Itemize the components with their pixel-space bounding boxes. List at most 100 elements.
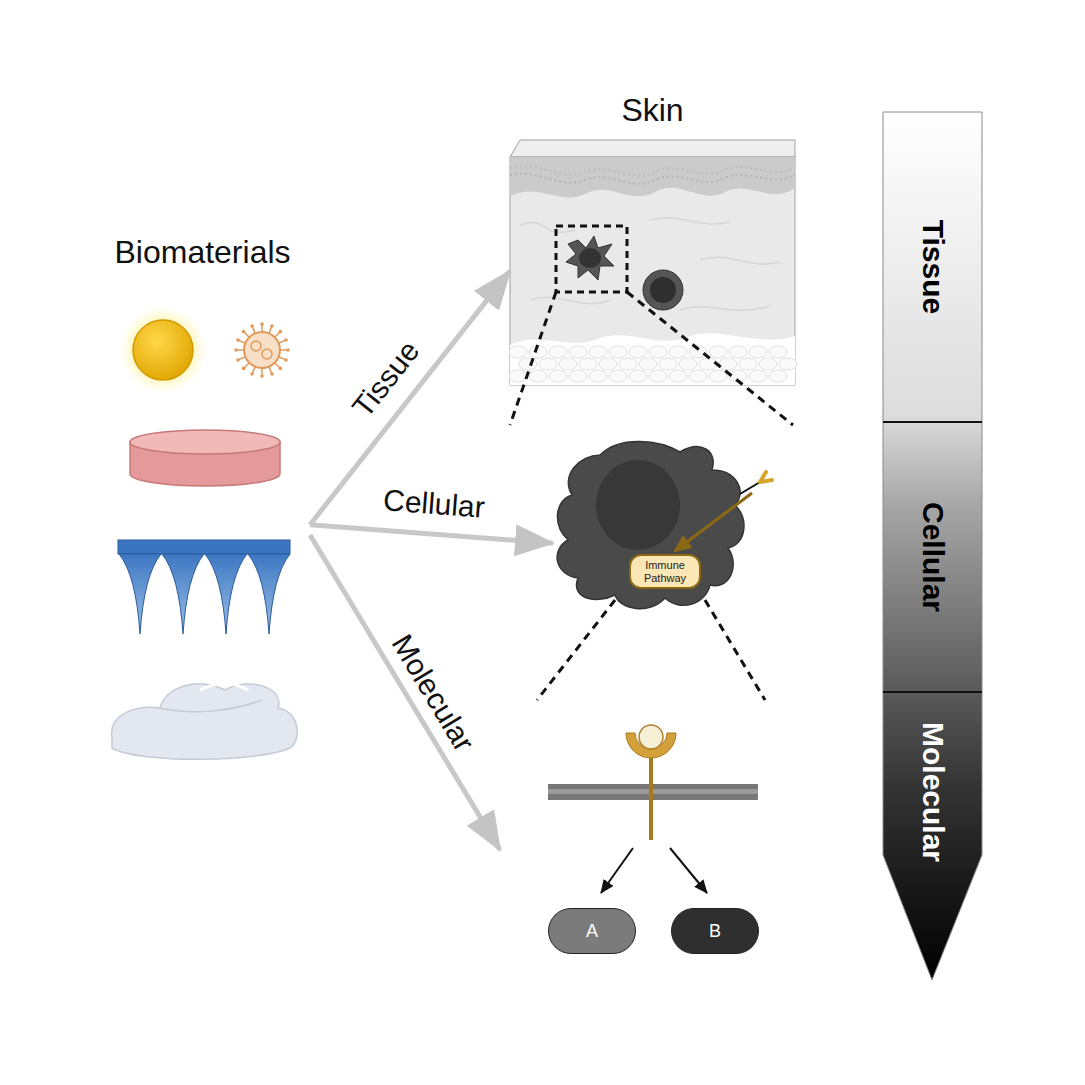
receptor-stalk (740, 482, 760, 494)
vesicle-icon (242, 367, 246, 371)
skin-illustration (639, 358, 657, 370)
vesicle-icon (234, 322, 290, 378)
skin-illustration (510, 333, 795, 385)
cream-icon (112, 684, 298, 759)
vesicle-icon (250, 324, 254, 328)
skin-illustration (569, 370, 587, 382)
zoom-leader (510, 292, 793, 700)
skin-illustration (566, 236, 614, 280)
vesicle-icon (252, 367, 255, 373)
skin-illustration (679, 358, 697, 370)
skin-illustration (599, 358, 617, 370)
vesicle-icon (279, 340, 285, 343)
vesicle-icon (280, 349, 287, 351)
skin-illustration (749, 346, 767, 358)
arrow-label: Molecular (387, 630, 480, 757)
skin-illustration (749, 370, 767, 382)
nanoparticle-icon (133, 320, 193, 380)
vesicle-icon (252, 327, 255, 333)
membrane-receptor (639, 725, 663, 749)
skin-illustration (519, 358, 537, 370)
skin-illustration (769, 370, 787, 382)
zoom-leader (627, 292, 793, 425)
skin-illustration (609, 370, 627, 382)
vesicle-icon (275, 332, 280, 337)
skin-illustration (649, 346, 667, 358)
microneedle-icon (119, 554, 161, 634)
arrow-label: Cellular (382, 485, 486, 523)
skin-illustration (729, 346, 747, 358)
skin-illustration (629, 346, 647, 358)
vesicle-icon (279, 367, 283, 371)
skin-illustration (699, 358, 717, 370)
skin-illustration (709, 346, 727, 358)
skin-illustration (689, 370, 707, 382)
vesicle-icon (270, 372, 274, 376)
skin-illustration (759, 358, 777, 370)
vesicle-icon (242, 330, 246, 334)
skin-illustration (643, 270, 683, 310)
immune-cell: Immune Pathway (553, 440, 748, 612)
skin-illustration (650, 277, 676, 303)
vesicle-icon (269, 327, 272, 333)
skin-illustration (589, 370, 607, 382)
skin-illustration (719, 358, 737, 370)
vesicle-icon (260, 322, 264, 326)
skin-illustration (739, 358, 757, 370)
vesicle-icon (286, 348, 290, 352)
skin-illustration (569, 346, 587, 358)
vesicle-icon (284, 338, 288, 342)
skin-illustration (529, 370, 547, 382)
pathway-label: Immune Pathway (629, 554, 701, 589)
hydrogel-disk-icon (130, 430, 280, 454)
vesicle-icon (237, 349, 244, 351)
skin-illustration (510, 166, 795, 175)
skin-illustration (659, 358, 677, 370)
membrane-receptor (649, 752, 653, 840)
microneedle-icon (205, 554, 247, 634)
cream-icon (160, 700, 262, 712)
skin-illustration (509, 346, 797, 382)
nanoparticle-icon (119, 306, 207, 394)
skin-illustration (539, 358, 557, 370)
scale-band: Cellular (883, 422, 982, 692)
skin-illustration (669, 370, 687, 382)
skin-illustration (510, 157, 795, 385)
skin-illustration (709, 370, 727, 382)
heading: Biomaterials (95, 225, 310, 271)
vesicle-icon (261, 325, 263, 332)
signal-pill: A (548, 908, 636, 954)
zoom-leader (705, 600, 765, 700)
vesicle-icon (279, 357, 285, 360)
vesicle-icon (275, 363, 280, 368)
scale-arrow (310, 525, 553, 543)
vesicle-icon (244, 363, 249, 368)
scale-label: Tissue (918, 220, 948, 315)
zoom-leader (510, 292, 556, 425)
cell-nucleus (596, 460, 680, 550)
membrane-receptor (601, 848, 633, 893)
hydrogel-disk-icon (130, 430, 280, 486)
microneedle-icon (118, 540, 290, 634)
scale-bar (883, 691, 982, 693)
zoom-leader (537, 600, 615, 700)
vesicle-icon (269, 367, 272, 373)
cell-body (557, 441, 744, 608)
skin-illustration (649, 370, 667, 382)
skin-illustration (509, 346, 527, 358)
vesicle-icon (244, 332, 249, 337)
vesicle-icon (260, 374, 264, 378)
material-group: Biomaterials (95, 225, 310, 770)
heading: Skin (510, 93, 795, 128)
vesicle-icon (236, 338, 240, 342)
skin-illustration (510, 140, 795, 157)
skin-illustration (579, 358, 597, 370)
skin-illustration (669, 346, 687, 358)
signal-arrow (675, 493, 752, 551)
pathway-output: A (586, 921, 598, 942)
skin-illustration (556, 226, 627, 292)
vesicle-icon (279, 330, 283, 334)
scale-arrow (310, 535, 500, 850)
